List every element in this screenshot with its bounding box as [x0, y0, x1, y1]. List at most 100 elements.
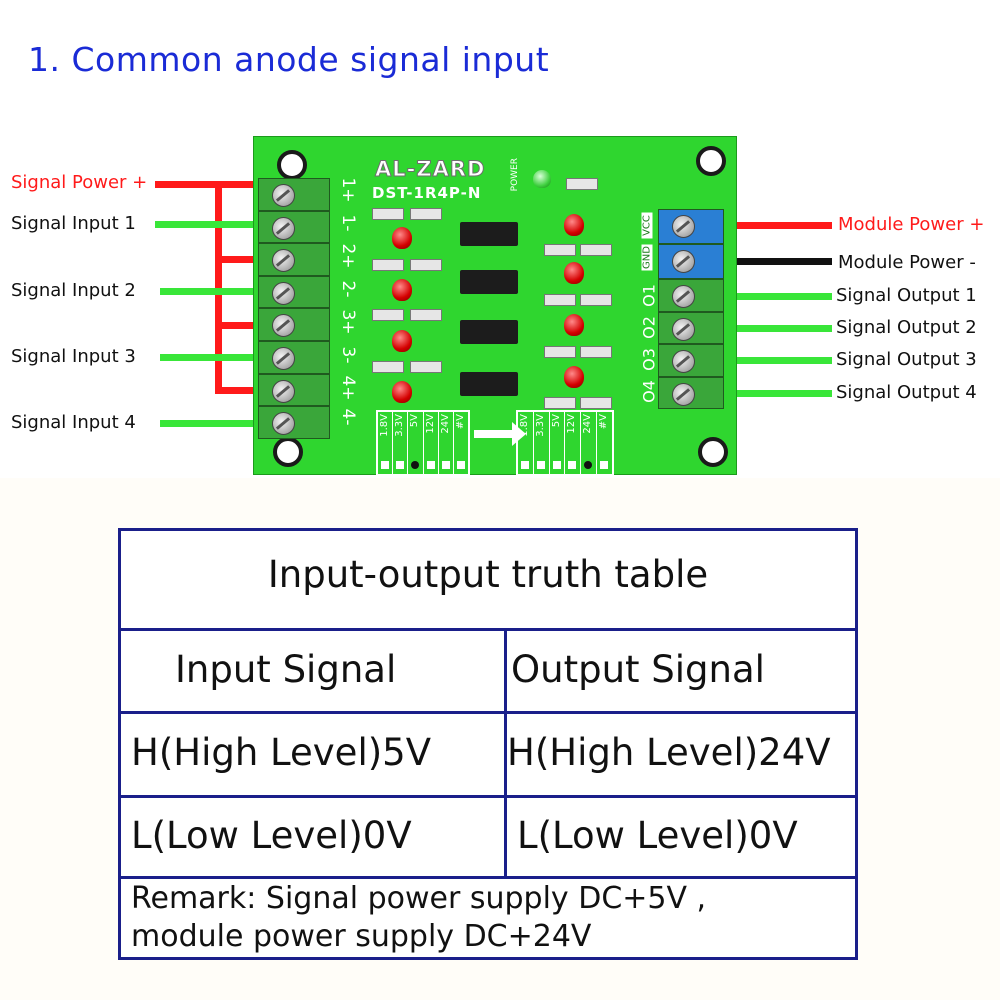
jumper-option[interactable]: 24V — [439, 412, 454, 474]
board-logo: AL-ZARD — [374, 157, 486, 182]
resistor — [544, 294, 576, 306]
label-module-power-minus: Module Power - — [838, 252, 976, 273]
resistor — [566, 178, 598, 190]
input-pin-3m: 3- — [338, 346, 358, 364]
terminal-screw-3p[interactable] — [258, 308, 330, 341]
resistor — [372, 208, 404, 220]
terminal-screw-o3[interactable] — [658, 344, 724, 377]
label-signal-power: Signal Power + — [11, 172, 148, 193]
mount-hole-top-left — [277, 150, 307, 180]
input-led-3 — [392, 330, 412, 352]
input-pin-3p: 3+ — [338, 309, 358, 335]
row-low-output: L(Low Level)0V — [517, 814, 798, 857]
arrow-right-icon — [474, 422, 526, 446]
jumper-option[interactable]: 12V — [565, 412, 582, 474]
bus-branch-3 — [215, 322, 265, 329]
table-divider — [121, 628, 855, 631]
terminal-screw-4p[interactable] — [258, 373, 330, 407]
output-pin-o2: O2 — [639, 316, 659, 339]
terminal-screw-vcc[interactable] — [658, 209, 724, 244]
terminal-screw-o1[interactable] — [658, 279, 724, 312]
output-led-2 — [564, 262, 584, 284]
resistor — [580, 397, 612, 409]
terminal-screw-4m[interactable] — [258, 406, 330, 439]
output-pin-o4: O4 — [639, 380, 659, 403]
signal-input-1-wire — [155, 221, 265, 228]
optocoupler-4 — [460, 372, 518, 396]
label-signal-output-2: Signal Output 2 — [836, 317, 977, 338]
module-power-minus-wire — [724, 258, 832, 265]
jumper-option[interactable]: 1.8V — [378, 412, 394, 474]
terminal-screw-gnd[interactable] — [658, 244, 724, 279]
jumper-option[interactable]: 3.3V — [393, 412, 409, 474]
table-divider — [121, 795, 855, 798]
header-output-signal: Output Signal — [511, 648, 765, 691]
resistor — [410, 208, 442, 220]
board-model: DST-1R4P-N — [372, 184, 482, 202]
signal-power-wire — [155, 181, 265, 188]
input-led-2 — [392, 279, 412, 301]
jumper-option[interactable]: 5V — [550, 412, 566, 474]
optocoupler-1 — [460, 222, 518, 246]
jumper-option[interactable]: 5V — [408, 412, 424, 474]
table-remark-line1: Remark: Signal power supply DC+5V , — [131, 881, 707, 916]
signal-output-2-wire — [724, 325, 832, 332]
label-signal-output-3: Signal Output 3 — [836, 349, 977, 370]
output-pin-o1: O1 — [639, 284, 659, 307]
mount-hole-top-right — [696, 146, 726, 176]
terminal-screw-1m[interactable] — [258, 210, 330, 244]
signal-output-1-wire — [724, 293, 832, 300]
resistor — [544, 397, 576, 409]
signal-power-bus — [215, 181, 222, 394]
output-led-4 — [564, 366, 584, 388]
power-label: POWER — [510, 158, 520, 192]
output-voltage-jumper[interactable]: 1.8V 3.3V 5V 12V 24V #V — [516, 410, 614, 476]
terminal-screw-o4[interactable] — [658, 376, 724, 410]
resistor — [580, 294, 612, 306]
terminal-screw-o2[interactable] — [658, 311, 724, 345]
jumper-option[interactable]: 1.8V — [518, 412, 534, 474]
output-terminal-block — [658, 279, 724, 410]
resistor — [580, 244, 612, 256]
terminal-screw-2p[interactable] — [258, 243, 330, 276]
jumper-option[interactable]: #V — [597, 412, 612, 474]
table-divider — [121, 711, 855, 714]
resistor — [544, 346, 576, 358]
truth-table: Input-output truth table Input Signal Ou… — [118, 528, 858, 960]
power-led — [533, 170, 551, 188]
label-signal-output-4: Signal Output 4 — [836, 382, 977, 403]
terminal-screw-2m[interactable] — [258, 275, 330, 309]
signal-input-3-wire — [160, 354, 265, 361]
resistor — [372, 361, 404, 373]
mount-hole-bottom-right — [698, 437, 728, 467]
pcb-board — [253, 136, 737, 475]
input-pin-2m: 2- — [338, 280, 358, 298]
label-module-power-plus: Module Power + — [838, 214, 985, 235]
input-pin-4p: 4+ — [338, 375, 358, 401]
page-title: 1. Common anode signal input — [28, 40, 550, 79]
terminal-screw-1p[interactable] — [258, 178, 330, 211]
input-pin-2p: 2+ — [338, 243, 358, 269]
optocoupler-3 — [460, 320, 518, 344]
table-divider — [121, 876, 855, 879]
signal-input-2-wire — [160, 288, 265, 295]
power-pin-vcc: VCC — [641, 212, 653, 239]
jumper-option[interactable]: 24V — [581, 412, 598, 474]
jumper-option[interactable]: 3.3V — [534, 412, 550, 474]
input-voltage-jumper[interactable]: 1.8V 3.3V 5V 12V 24V #V — [376, 410, 470, 476]
jumper-option[interactable]: 12V — [424, 412, 439, 474]
table-title: Input-output truth table — [267, 553, 709, 596]
resistor — [372, 259, 404, 271]
power-terminal-block — [658, 209, 724, 279]
signal-input-4-wire — [160, 420, 265, 427]
resistor — [544, 244, 576, 256]
signal-output-4-wire — [724, 390, 832, 397]
terminal-screw-3m[interactable] — [258, 340, 330, 374]
mount-hole-bottom-left — [273, 437, 303, 467]
jumper-option[interactable]: #V — [454, 412, 468, 474]
label-signal-input-2: Signal Input 2 — [11, 280, 136, 301]
row-low-input: L(Low Level)0V — [131, 814, 412, 857]
input-led-1 — [392, 227, 412, 249]
optocoupler-2 — [460, 270, 518, 294]
signal-output-3-wire — [724, 357, 832, 364]
